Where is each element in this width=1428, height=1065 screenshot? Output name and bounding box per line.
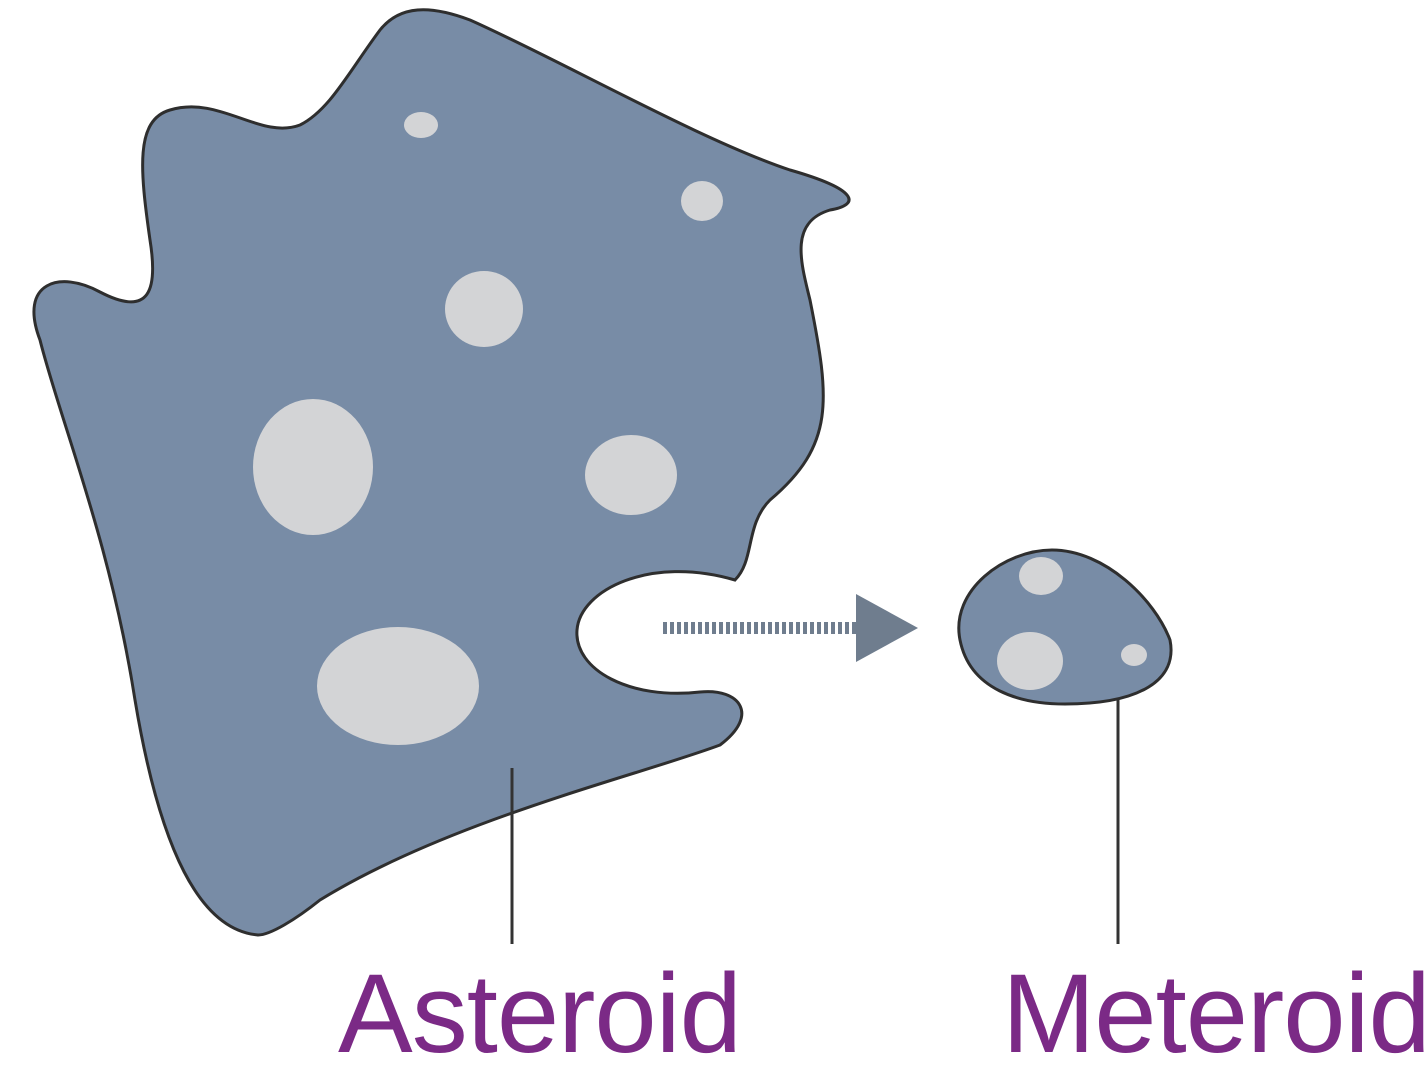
meteoroid-body: [959, 550, 1171, 704]
meteoroid-label: Meteroid: [1002, 958, 1428, 1065]
asteroid-crater: [585, 435, 677, 515]
asteroid-body: [34, 10, 849, 935]
meteoroid-crater: [1121, 644, 1147, 666]
asteroid-crater: [404, 112, 438, 138]
asteroid-crater: [253, 399, 373, 535]
asteroid-crater: [445, 271, 523, 347]
asteroid-label: Asteroid: [338, 958, 741, 1065]
asteroid-crater: [681, 181, 723, 221]
arrow-head-icon: [856, 594, 918, 662]
meteoroid-crater: [997, 632, 1063, 690]
asteroid-crater: [317, 627, 479, 745]
meteoroid-crater: [1019, 557, 1063, 595]
